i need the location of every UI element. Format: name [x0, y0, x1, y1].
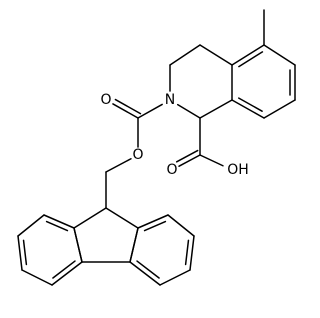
acid-carbonyl-oxygen-label: O	[166, 162, 177, 178]
bond	[231, 44, 265, 66]
bond	[136, 260, 160, 279]
bond	[137, 103, 163, 119]
acid-carbonyl-bond	[178, 154, 201, 167]
bond	[263, 99, 296, 119]
bond	[167, 214, 195, 237]
bond	[199, 44, 233, 66]
bond	[238, 97, 263, 112]
bond	[159, 269, 191, 286]
carbamate-carbonyl-bond	[112, 103, 139, 119]
bond	[17, 214, 45, 237]
bond	[199, 99, 233, 119]
bond	[176, 103, 201, 119]
hydroxyl-label: OH	[227, 162, 249, 178]
carbamate-carbonyl-oxygen-label: O	[100, 92, 111, 108]
bond	[184, 239, 190, 266]
bond	[17, 235, 23, 271]
bond	[231, 99, 265, 119]
bond	[199, 154, 224, 167]
bond	[263, 44, 296, 66]
ester-oxygen-label: O	[132, 147, 143, 163]
bond	[129, 261, 161, 286]
bond	[238, 51, 264, 68]
bond	[169, 44, 201, 66]
nitrogen-label: N	[165, 92, 175, 108]
bond	[137, 214, 169, 229]
bond	[143, 220, 167, 232]
bond	[105, 207, 139, 229]
bond-lines	[17, 9, 296, 286]
bond	[189, 235, 195, 271]
bond	[73, 207, 107, 229]
bond	[52, 260, 76, 279]
acid-carbonyl-bond	[175, 149, 199, 163]
bond	[73, 227, 83, 263]
bond	[22, 239, 28, 266]
bond	[129, 227, 139, 263]
bond	[21, 269, 53, 286]
bond	[45, 220, 69, 232]
atom-labels: N O O O OH	[100, 92, 248, 178]
bond	[43, 214, 75, 229]
bond	[105, 158, 132, 173]
bond	[51, 261, 83, 286]
carbamate-carbonyl-bond	[114, 98, 142, 115]
